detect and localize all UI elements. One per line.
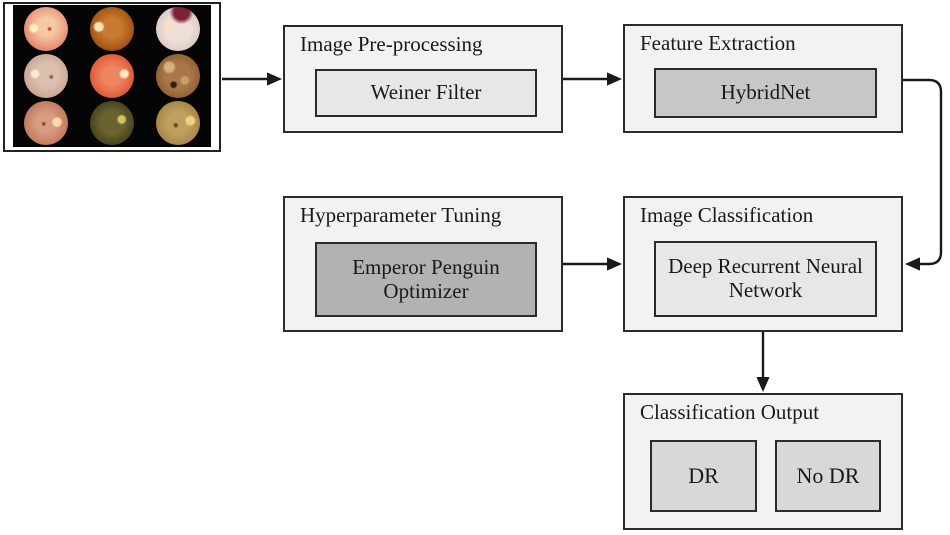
stage-title: Image Classification xyxy=(640,203,814,227)
fundus-image xyxy=(90,6,134,51)
stage-box-image-preprocessing: Image Pre-processing Weiner Filter xyxy=(283,25,563,133)
stage-title: Hyperparameter Tuning xyxy=(300,203,502,227)
arrow-feature-extraction-to-image-classification xyxy=(903,78,943,271)
method-box-emperor-penguin-optimizer: Emperor Penguin Optimizer xyxy=(315,242,537,317)
stage-box-hyperparameter-tuning: Hyperparameter Tuning Emperor Penguin Op… xyxy=(283,196,563,332)
stage-box-classification-output: Classification Output DR No DR xyxy=(623,393,903,530)
input-images-panel xyxy=(3,2,221,152)
arrow-preprocessing-to-feature-extraction xyxy=(563,72,622,86)
arrow-hyperparameter-to-image-classification xyxy=(563,257,622,271)
fundus-image xyxy=(24,53,68,98)
fundus-image xyxy=(24,101,68,146)
method-box-deep-recurrent-neural-network: Deep Recurrent Neural Network xyxy=(654,241,877,317)
output-box-no-dr: No DR xyxy=(775,440,881,512)
fundus-image xyxy=(156,6,200,51)
stage-box-feature-extraction: Feature Extraction HybridNet xyxy=(623,24,903,133)
fundus-image xyxy=(156,53,200,98)
method-box-hybridnet: HybridNet xyxy=(654,68,877,118)
output-box-dr: DR xyxy=(650,440,757,512)
fundus-image xyxy=(24,6,68,51)
fundus-image xyxy=(90,101,134,146)
arrow-input-to-preprocessing xyxy=(222,72,282,86)
fundus-image xyxy=(90,53,134,98)
arrow-image-classification-to-output xyxy=(756,332,770,392)
fundus-image xyxy=(156,101,200,146)
stage-title: Feature Extraction xyxy=(640,31,796,55)
stage-box-image-classification: Image Classification Deep Recurrent Neur… xyxy=(623,196,903,332)
method-box-weiner-filter: Weiner Filter xyxy=(315,69,537,117)
fundus-image-grid xyxy=(13,5,211,147)
stage-title: Classification Output xyxy=(640,400,820,424)
stage-title: Image Pre-processing xyxy=(300,32,483,56)
